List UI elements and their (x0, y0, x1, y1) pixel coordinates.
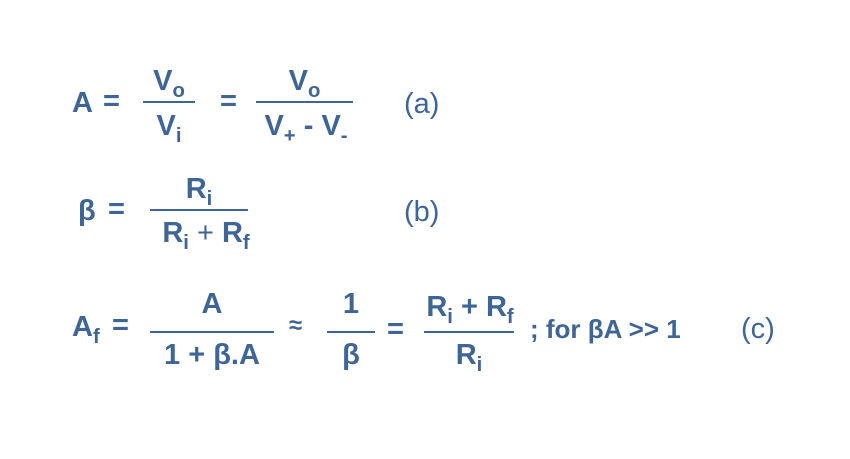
eq-c-frac2-line (327, 331, 375, 333)
eq-b-frac-line (150, 209, 248, 211)
eq-a-label: (a) (404, 88, 440, 120)
eq-c-equals-1: = (112, 309, 129, 341)
eq-a-frac1-numerator: Vo (153, 65, 185, 103)
eq-c-label: (c) (741, 313, 775, 345)
eq-c-frac3-denominator: Ri (455, 339, 483, 377)
eq-a-frac1-denominator: Vi (156, 110, 182, 148)
eq-c-equals-2: = (387, 313, 404, 345)
eq-a-frac1-line (143, 101, 195, 103)
eq-c-frac1-line (150, 331, 274, 333)
eq-c-condition: ; for βA >> 1 (530, 314, 681, 344)
eq-b-label: (b) (404, 196, 440, 228)
eq-b-equals: = (108, 193, 125, 225)
eq-c-frac3-line (424, 331, 514, 333)
eq-c-frac1-numerator: A (201, 288, 223, 320)
eq-c-frac1-denominator: 1 + β.A (164, 339, 260, 371)
eq-c-frac2-numerator: 1 (342, 288, 360, 320)
eq-c-lhs: Af (72, 311, 100, 349)
eq-c-frac3-numerator: Ri + Rf (426, 291, 514, 329)
eq-b-lhs: β (78, 195, 96, 227)
eq-a-equals-2: = (220, 85, 237, 117)
eq-b-numerator: Ri (185, 173, 213, 211)
eq-a-frac2-line (256, 101, 353, 103)
eq-c-frac2-denominator: β (342, 339, 360, 371)
eq-a-frac2-denominator: V+ - V- (264, 110, 348, 148)
eq-b-denominator: Ri + Rf (162, 217, 250, 255)
eq-a-equals-1: = (103, 85, 120, 117)
eq-a-lhs: A (72, 87, 93, 119)
eq-c-approx: ≈ (289, 312, 303, 339)
eq-a-frac2-numerator: Vo (288, 65, 321, 103)
